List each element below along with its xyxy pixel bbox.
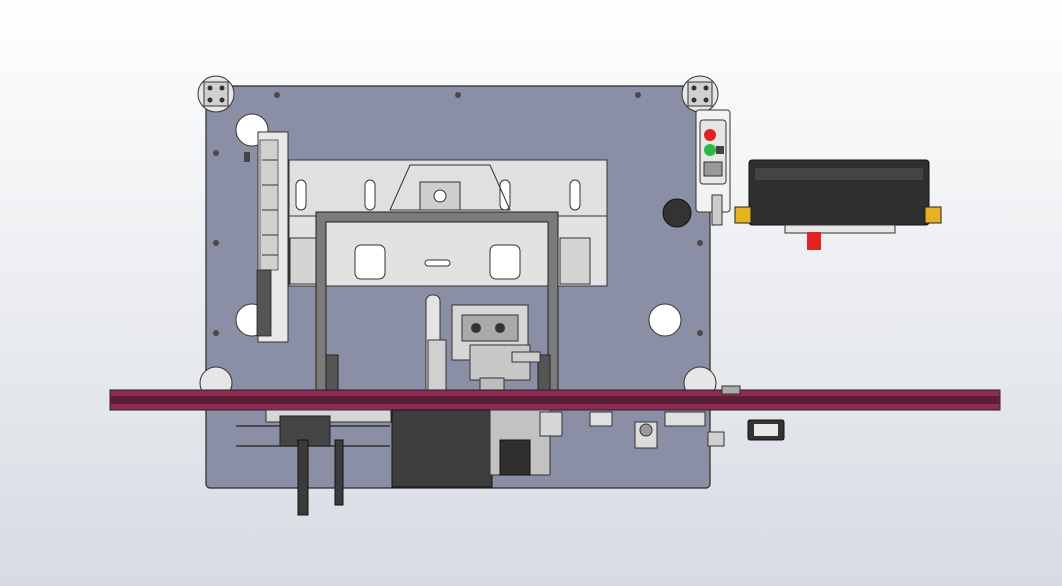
motor-icon [391,409,493,488]
left-guide-rail [244,131,289,343]
corner-foot-top-right [681,75,719,113]
upper-carriage-plate [288,159,608,217]
emergency-stop-icon [807,232,821,250]
lower-guide-rods [236,409,392,516]
belt-sensors [589,385,785,449]
corner-foot-top-left [197,75,235,113]
rotary-knob [662,198,692,228]
plate-hole-bottom-right [648,303,682,337]
electrical-box [734,159,942,250]
control-panel [695,109,731,226]
conveyor-belt [109,389,1001,411]
slide-plate [288,215,608,287]
drive-motor [391,409,563,488]
signal-tower-icon [704,129,716,141]
